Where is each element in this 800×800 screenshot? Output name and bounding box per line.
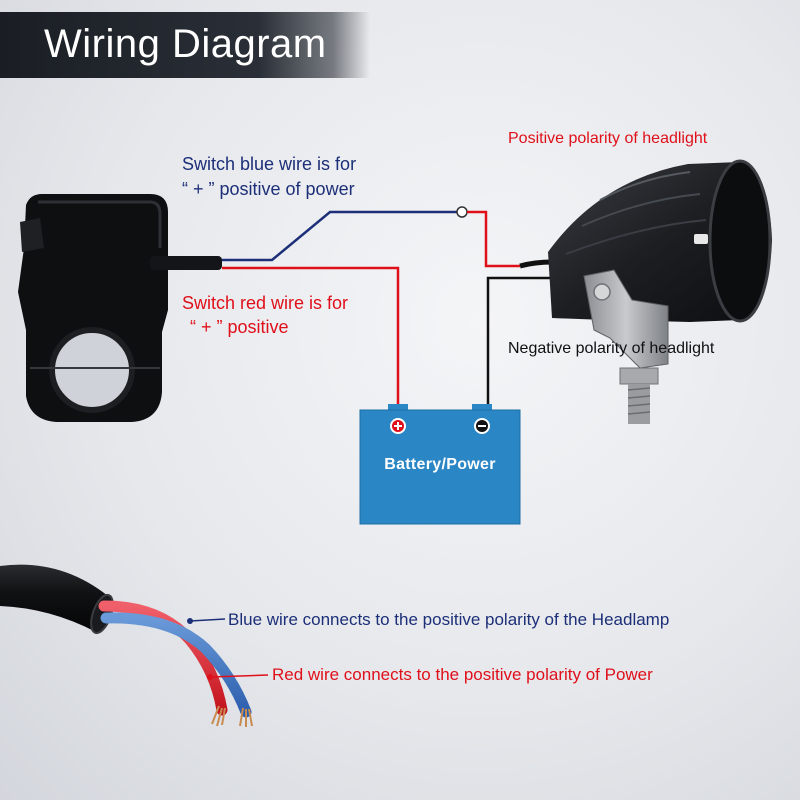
switch-red-wire [222,266,400,408]
switch-housing [18,194,222,422]
page-title: Wiring Diagram [44,22,327,66]
minus-terminal-icon [474,418,490,434]
headlight-positive-wire [467,210,520,268]
cable-icon [0,564,253,727]
headlight-negative-label: Negative polarity of headlight [508,340,715,357]
red-wire-note: Red wire connects to the positive polari… [272,665,653,684]
battery-icon [359,404,521,525]
switch-red-label-line1: Switch red wire is for [182,293,349,313]
plus-terminal-icon [390,418,406,434]
battery-label: Battery/Power [384,456,496,473]
headlight-negative-wire [486,276,550,408]
switch-red-label-line2: “ + ” positive [190,317,289,337]
switch-blue-wire [222,210,462,262]
switch-blue-label-line1: Switch blue wire is for [182,154,357,174]
headlight-icon [519,159,772,424]
title-banner [0,12,370,78]
red-wire-callout [207,674,269,680]
junction-dot [456,206,468,218]
switch-blue-label-line2: “ + ” positive of power [182,179,355,199]
blue-wire-note: Blue wire connects to the positive polar… [228,610,670,629]
headlight-positive-label: Positive polarity of headlight [508,130,708,147]
blue-wire-callout [187,618,226,624]
